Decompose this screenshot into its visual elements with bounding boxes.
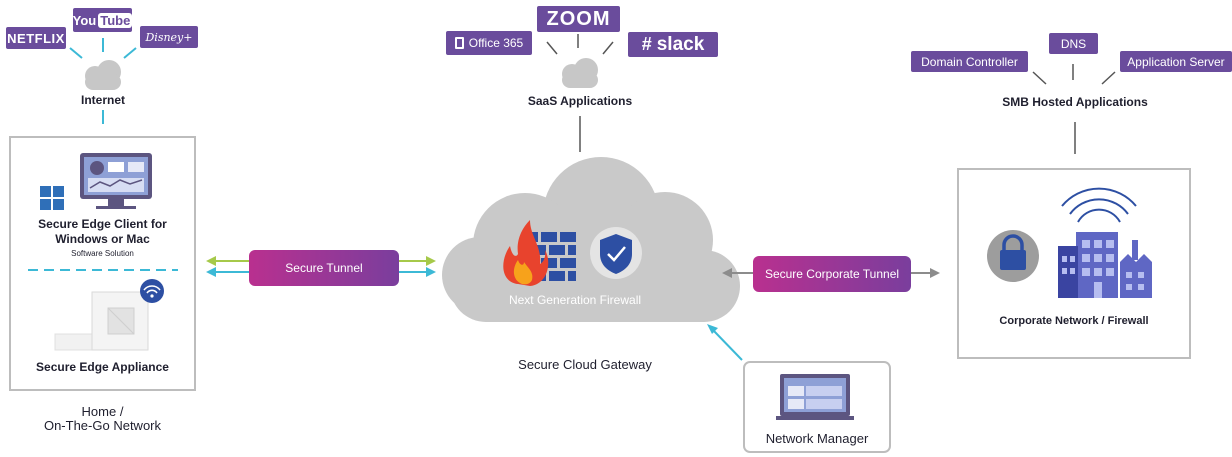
home-network-label-line2: On-The-Go Network — [43, 418, 162, 433]
corporate-building-icon — [1058, 232, 1152, 298]
disney-plus-logo: Disney+ — [140, 26, 198, 48]
saas-cloud-icon — [562, 58, 598, 88]
flame-icon — [503, 220, 549, 286]
corporate-network-box — [957, 168, 1191, 359]
shield-icon — [590, 227, 642, 279]
monitor-icon — [80, 153, 152, 209]
internet-label: Internet — [80, 93, 125, 107]
saas-applications-label: SaaS Applications — [527, 94, 633, 108]
secure-cloud-gateway-label: Secure Cloud Gateway — [518, 357, 652, 372]
software-solution-label: Software Solution — [71, 249, 134, 258]
secure-tunnel-badge: Secure Tunnel — [249, 250, 399, 286]
netflix-logo: NETFLIX — [6, 27, 66, 49]
dns-tag: DNS — [1049, 33, 1098, 54]
youtube-tube-text: Tube — [98, 12, 133, 28]
corporate-network-firewall-label: Corporate Network / Firewall — [999, 315, 1149, 327]
next-generation-firewall-label: Next Generation Firewall — [508, 293, 642, 307]
lock-icon — [987, 230, 1039, 282]
internet-cloud-icon — [85, 60, 121, 90]
secure-edge-client-label-line2: Windows or Mac — [55, 232, 150, 246]
wireless-waves-icon — [1061, 187, 1137, 223]
office-icon — [454, 37, 464, 49]
slack-text: slack — [656, 33, 705, 55]
home-network-label-line1: Home / — [81, 404, 124, 419]
secure-edge-appliance-label: Secure Edge Appliance — [36, 360, 169, 374]
office365-logo: Office 365 — [446, 31, 532, 55]
slack-hash-icon: # — [641, 34, 652, 54]
secure-edge-appliance-icon — [54, 291, 149, 351]
windows-icon — [40, 186, 64, 210]
zoom-logo: ZOOM — [537, 6, 620, 32]
network-manager-icon — [776, 374, 854, 420]
application-server-tag: Application Server — [1120, 51, 1232, 72]
youtube-logo: You Tube — [72, 8, 133, 32]
home-network-box — [9, 136, 196, 391]
secure-edge-client-label-line1: Secure Edge Client for — [38, 217, 167, 231]
secure-corporate-tunnel-badge: Secure Corporate Tunnel — [753, 256, 911, 292]
network-manager-label: Network Manager — [765, 431, 869, 446]
smb-hosted-applications-label: SMB Hosted Applications — [1002, 95, 1148, 109]
wifi-badge-icon — [140, 279, 164, 303]
domain-controller-tag: Domain Controller — [911, 51, 1028, 72]
office365-text: Office 365 — [468, 36, 524, 50]
youtube-you-text: You — [72, 12, 97, 28]
slack-logo: # slack — [628, 32, 718, 57]
